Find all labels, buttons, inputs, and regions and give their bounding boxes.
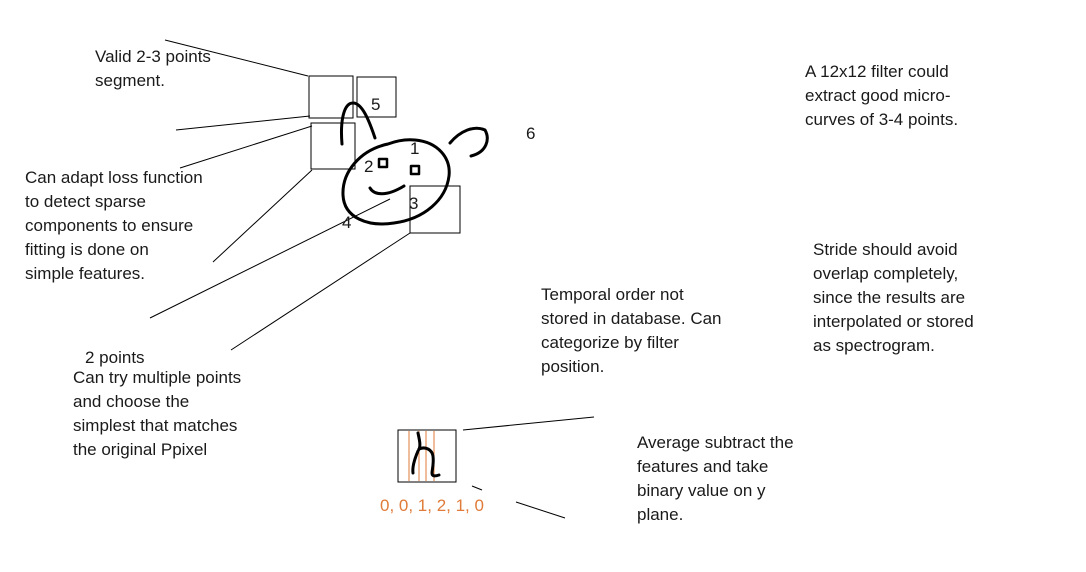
face-drawing xyxy=(340,101,489,226)
filter-box-five xyxy=(356,76,397,118)
filter-box-bottom xyxy=(397,429,457,483)
micro-curve xyxy=(411,431,441,478)
note-stride: Stride should avoid overlap completely, … xyxy=(813,240,974,355)
callout-line-average xyxy=(515,501,566,519)
callout-line-multiple-points xyxy=(230,232,411,351)
callout-line-valid-segment xyxy=(164,39,309,77)
note-loss-function: Can adapt loss function to detect sparse… xyxy=(25,168,203,283)
micro-curve-figure xyxy=(408,431,441,481)
left-hair-curl xyxy=(340,101,377,146)
label-6: 6 xyxy=(526,124,536,143)
note-average-subtract: Average subtract the features and take b… xyxy=(637,433,794,524)
callout-line-loss-lower xyxy=(212,169,313,263)
callout-line-two-points xyxy=(149,198,391,319)
right-eye xyxy=(409,164,421,176)
filter-box-middle-left xyxy=(310,122,356,170)
label-4: 4 xyxy=(342,213,352,232)
binary-values: 0, 0, 1, 2, 1, 0 xyxy=(380,496,484,515)
callout-line-temporal xyxy=(462,416,595,431)
note-multiple-points: Can try multiple points and choose the s… xyxy=(73,368,242,459)
callout-line-average-short xyxy=(471,485,483,491)
label-1: 1 xyxy=(410,139,420,158)
note-temporal-order: Temporal order not stored in database. C… xyxy=(541,285,722,376)
face-outline xyxy=(341,138,451,226)
label-5: 5 xyxy=(371,95,381,114)
right-hair-curl xyxy=(448,126,489,158)
note-valid-segment: Valid 2-3 points segment. xyxy=(95,47,211,90)
callout-line-loss-upper xyxy=(179,125,313,169)
callout-lines xyxy=(149,39,595,519)
left-eye xyxy=(377,157,389,169)
filter-box-three xyxy=(409,185,461,234)
filter-boxes xyxy=(308,75,461,483)
label-3: 3 xyxy=(409,194,419,213)
label-2: 2 xyxy=(364,157,374,176)
callout-line-box-left xyxy=(175,115,311,131)
note-filter-12x12: A 12x12 filter could extract good micro-… xyxy=(805,62,959,129)
note-two-points: 2 points xyxy=(85,348,145,367)
mouth xyxy=(368,184,406,196)
filter-box-top-left xyxy=(308,75,354,119)
